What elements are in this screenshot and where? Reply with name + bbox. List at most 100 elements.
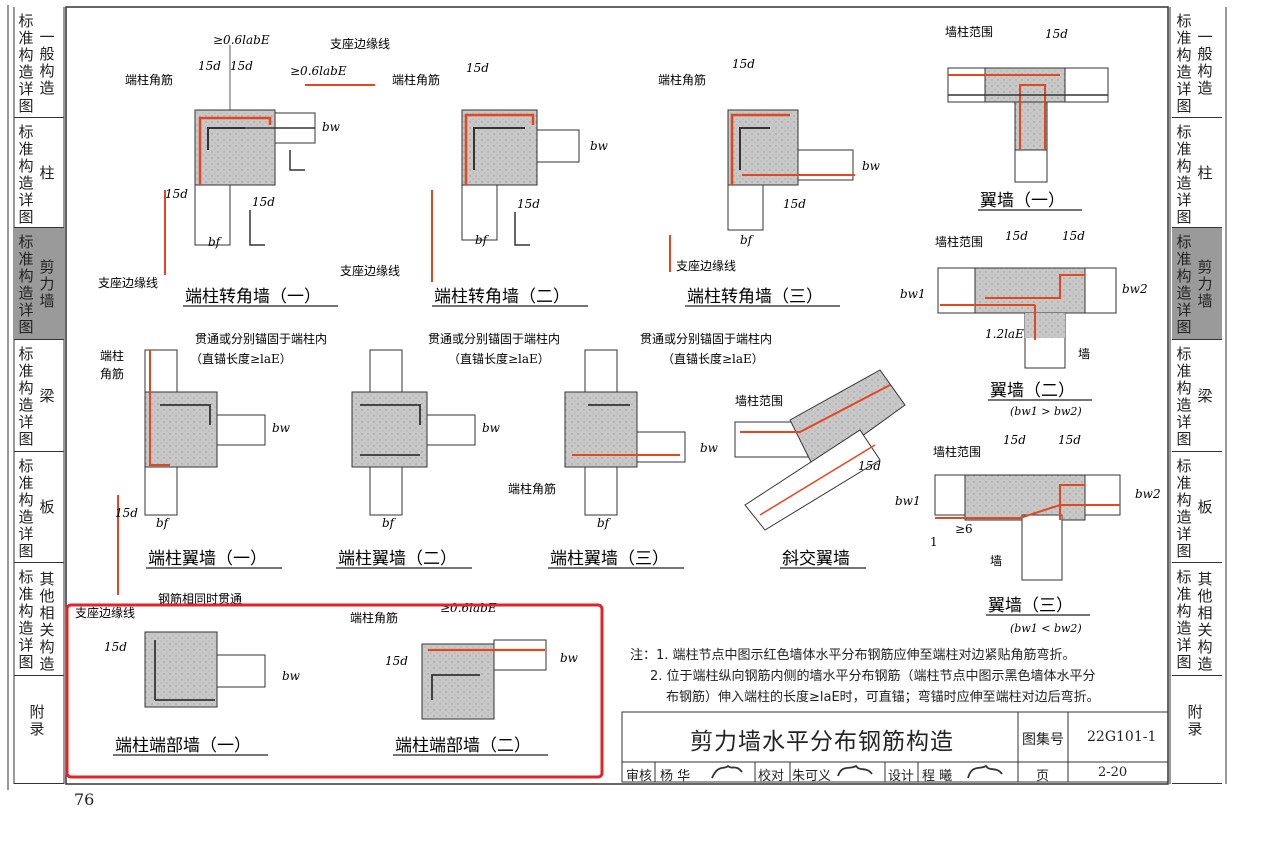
corner2-15d: 15d	[466, 61, 489, 75]
corner1-anchor: ≥0.6labE	[213, 33, 270, 47]
diagram-corner-wall-2	[431, 109, 580, 282]
wing2-bw2: bw2	[1122, 282, 1148, 296]
flange3-bf: bf	[597, 516, 612, 530]
end2-title: 端柱端部墙（二）	[395, 736, 531, 756]
flange2-bf: bf	[382, 516, 397, 530]
flange1-col-rebar: 角筋	[100, 366, 124, 381]
atlas-label: 图集号	[1022, 732, 1064, 748]
side-tab-topic-label: 剪力墙	[39, 257, 55, 310]
diagram-wing-wall-2	[937, 267, 1117, 369]
wing1-15d: 15d	[1045, 27, 1068, 41]
corner1-bw: bw	[322, 120, 341, 134]
corner1-15d-b: 15d	[230, 59, 253, 73]
checker-signature	[837, 764, 873, 777]
side-tab-vertical-label: 标准构造详图	[18, 233, 34, 336]
check-label: 校对	[758, 769, 785, 784]
side-tab-topic-label: 附录	[29, 703, 45, 738]
side-tab-vertical-label: 标准构造详图	[1176, 12, 1192, 115]
side-tab-vertical-label: 标准构造详图	[18, 568, 34, 671]
flange1-bf: bf	[156, 516, 171, 530]
corner1-15d: 15d	[198, 59, 221, 73]
flange1-col: 端柱	[100, 348, 124, 363]
note-line-2: 2. 位于端柱纵向钢筋内侧的墙水平分布钢筋（端柱节点中图示黑色墙体水平分	[650, 669, 1096, 684]
flange3-anchor-len: （直锚长度≥laE）	[662, 351, 764, 366]
side-tab-vertical-label: 标准构造详图	[18, 123, 34, 226]
side-tab-topic-label: 梁	[39, 386, 55, 405]
end2-anchor: ≥0.6labE	[440, 601, 497, 615]
side-tab-3[interactable]: 标准构造详图梁	[14, 340, 64, 452]
corner3-bw: bw	[862, 159, 881, 173]
flange1-15d: 15d	[115, 506, 138, 520]
corner2-support-edge: 支座边缘线	[340, 263, 400, 278]
oblique-15d: 15d	[858, 459, 881, 473]
flange1-bw: bw	[272, 421, 291, 435]
side-tab-1[interactable]: 标准构造详图柱	[14, 118, 64, 228]
note-line-1: 注：1. 端柱节点中图示红色墙体水平分布钢筋应伸至端柱对边紧贴角筋弯折。	[630, 648, 1076, 663]
side-tab-1[interactable]: 标准构造详图柱	[1172, 118, 1222, 228]
wing2-sub: (bw1 > bw2)	[1010, 405, 1082, 418]
side-tab-0[interactable]: 标准构造详图一般构造	[1172, 7, 1222, 118]
side-tab-4[interactable]: 标准构造详图板	[14, 452, 64, 563]
side-tab-5[interactable]: 标准构造详图其他相关构造	[1172, 563, 1222, 676]
designer-name: 程 曦	[922, 769, 953, 784]
corner1-col-rebar: 端柱角筋	[125, 72, 173, 87]
side-tab-3[interactable]: 标准构造详图梁	[1172, 340, 1222, 452]
page-code: 2-20	[1098, 765, 1128, 780]
wing3-sub: (bw1 < bw2)	[1010, 622, 1082, 635]
side-tab-6[interactable]: 附录	[1172, 676, 1222, 784]
side-tab-vertical-label: 标准构造详图	[18, 345, 34, 448]
corner3-bf: bf	[740, 233, 755, 247]
note-line-3: 布钢筋）伸入端柱的长度≥laE时，可直锚；弯锚时应伸至端柱对边后弯折。	[666, 690, 1100, 705]
checker-name: 朱可义	[792, 769, 832, 784]
end1-15d: 15d	[104, 640, 127, 654]
end1-support-edge: 支座边缘线	[75, 605, 135, 620]
flange2-title: 端柱翼墙（二）	[338, 549, 457, 569]
side-tab-vertical-label: 标准构造详图	[1176, 345, 1192, 448]
corner1-title: 端柱转角墙（一）	[185, 287, 321, 307]
review-label: 审核	[626, 769, 653, 784]
atlas-number: 22G101-1	[1087, 729, 1157, 745]
wing1-range: 墙柱范围	[945, 24, 993, 39]
side-tab-4[interactable]: 标准构造详图板	[1172, 452, 1222, 563]
flange3-col-rebar: 端柱角筋	[508, 481, 556, 496]
diagram-end-wall-2	[421, 639, 547, 720]
side-tab-5[interactable]: 标准构造详图其他相关构造	[14, 563, 64, 676]
design-label: 设计	[888, 769, 915, 784]
side-tab-topic-label: 柱	[1197, 163, 1213, 182]
diagram-flange-wall-2	[351, 349, 476, 516]
wing3-title: 翼墙（三）	[988, 596, 1073, 616]
wing2-range: 墙柱范围	[935, 234, 983, 249]
corner2-15d-b: 15d	[517, 197, 540, 211]
wing2-title: 翼墙（二）	[990, 381, 1075, 401]
corner3-support-edge: 支座边缘线	[676, 258, 736, 273]
side-tab-6[interactable]: 附录	[14, 676, 64, 784]
corner3-col-rebar: 端柱角筋	[658, 72, 706, 87]
end1-through: 钢筋相同时贯通	[158, 591, 242, 606]
side-tab-vertical-label: 标准构造详图	[1176, 233, 1192, 336]
side-tab-topic-label: 板	[39, 498, 55, 516]
oblique-title: 斜交翼墙	[782, 549, 850, 569]
corner2-col-rebar: 端柱角筋	[392, 72, 440, 87]
wing3-15d-b: 15d	[1058, 433, 1081, 447]
reviewer-name: 杨 华	[660, 769, 691, 784]
end2-bw: bw	[560, 651, 579, 665]
page-label: 页	[1036, 769, 1050, 784]
diagram-wing-wall-3	[934, 474, 1121, 581]
page-number: 76	[74, 790, 95, 809]
side-tab-0[interactable]: 标准构造详图一般构造	[14, 7, 64, 118]
side-tab-topic-label: 梁	[1197, 386, 1213, 405]
side-tab-vertical-label: 标准构造详图	[1176, 457, 1192, 560]
reviewer-signature	[711, 764, 743, 779]
side-tab-2[interactable]: 标准构造详图剪力墙	[1172, 228, 1222, 340]
wing2-wall: 墙	[1078, 347, 1090, 361]
wing2-15d-b: 15d	[1062, 229, 1085, 243]
diagram-corner-wall-1	[164, 45, 375, 275]
end1-title: 端柱端部墙（一）	[115, 736, 251, 756]
corner1-15d-d: 15d	[252, 195, 275, 209]
corner1-support-edge-2: 支座边缘线	[98, 275, 158, 290]
flange1-title: 端柱翼墙（一）	[148, 549, 267, 569]
flange2-anchor-len: （直锚长度≥laE）	[448, 351, 550, 366]
side-tab-2[interactable]: 标准构造详图剪力墙	[14, 228, 64, 340]
oblique-range: 墙柱范围	[735, 393, 783, 408]
